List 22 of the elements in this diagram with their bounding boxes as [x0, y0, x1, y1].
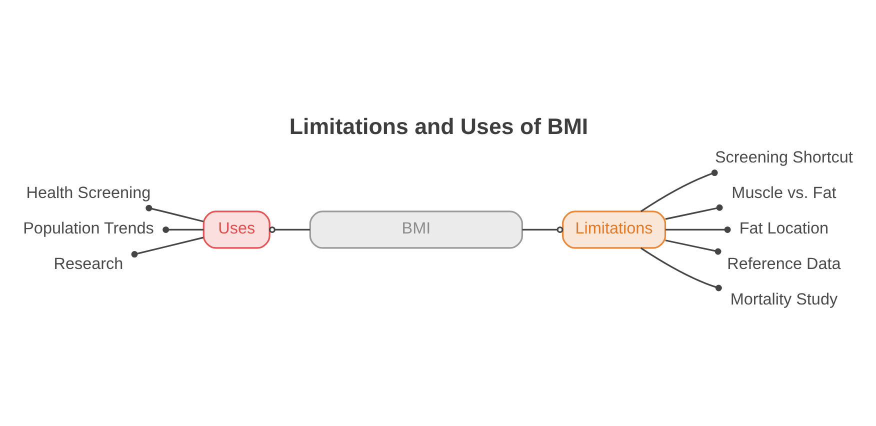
connector — [162, 226, 204, 232]
connector — [665, 226, 731, 232]
node-box: BMI — [309, 210, 524, 248]
node-box: Limitations — [562, 210, 666, 248]
node-box: Uses — [202, 210, 270, 248]
connector — [146, 204, 204, 222]
diagram-title: Limitations and Uses of BMI — [289, 113, 588, 138]
node-text: Reference Data — [727, 254, 841, 273]
node-text: Screening Shortcut — [714, 148, 853, 166]
node-text: Health Screening — [26, 184, 151, 202]
connector — [640, 246, 722, 291]
connector — [665, 239, 722, 254]
connector — [268, 226, 310, 232]
node-text: Fat Location — [739, 219, 829, 238]
connector — [522, 226, 564, 232]
node-text: Muscle vs. Fat — [732, 184, 836, 202]
node-text: Population Trends — [23, 219, 154, 238]
connector — [665, 204, 723, 220]
node-text: Mortality Study — [730, 290, 838, 308]
connector — [131, 236, 204, 258]
node-text: Research — [54, 254, 124, 273]
connector — [640, 169, 718, 212]
